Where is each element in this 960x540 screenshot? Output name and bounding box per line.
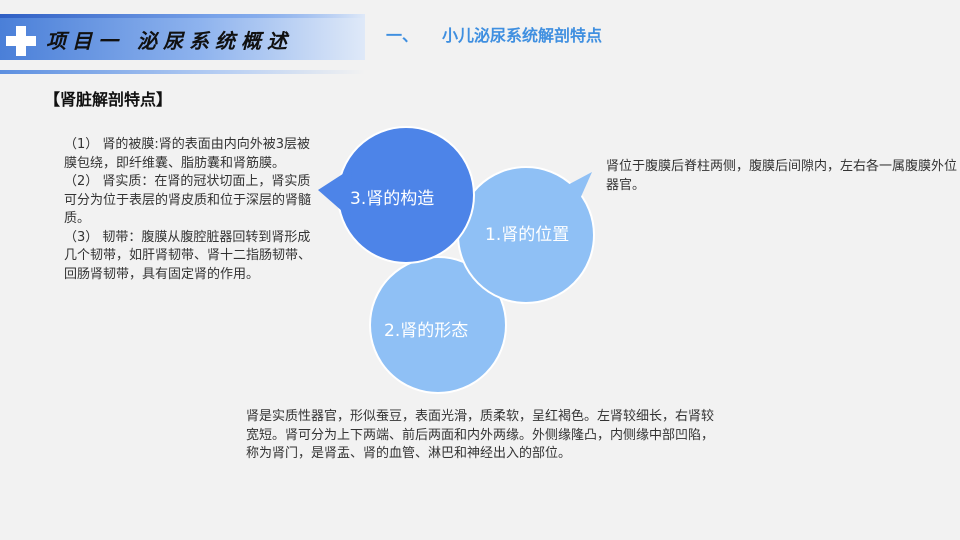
header-top-line xyxy=(0,14,365,18)
parenchyma-paragraph: （2） 肾实质：在肾的冠状切面上，肾实质可分为位于表层的肾皮质和位于深层的肾髓质… xyxy=(64,174,312,226)
section-title-text: 小儿泌尿系统解剖特点 xyxy=(442,26,603,45)
kidney-structure-text: （1） 肾的被膜:肾的表面由内向外被3层被膜包绕，即纤维囊、脂肪囊和肾筋膜。 （… xyxy=(64,136,316,284)
ligament-paragraph: （3） 韧带：腹膜从腹腔脏器回转到肾形成几个韧带，如肝肾韧带、肾十二指肠韧带、回… xyxy=(64,229,312,282)
bubble-label-structure: 3.肾的构造 xyxy=(350,189,435,209)
bubble-diagram-svg xyxy=(318,126,595,394)
sub-heading: 【肾脏解剖特点】 xyxy=(44,90,173,109)
header-banner xyxy=(0,14,365,74)
bubble-structure xyxy=(318,126,475,264)
bubble-label-shape: 2.肾的形态 xyxy=(384,321,469,341)
unit-title: 项目一 泌尿系统概述 xyxy=(46,29,293,53)
bubble-shape xyxy=(369,256,507,394)
plus-icon xyxy=(6,26,36,56)
kidney-shape-text: 肾是实质性器官，形似蚕豆，表面光滑，质柔软，呈红褐色。左肾较细长，右肾较宽短。肾… xyxy=(246,409,715,461)
bubble-label-position: 1.肾的位置 xyxy=(485,225,570,245)
kidney-bubble-diagram: 3.肾的构造 1.肾的位置 2.肾的形态 xyxy=(310,120,610,400)
bubble-position xyxy=(457,166,595,304)
section-title: 一、 小儿泌尿系统解剖特点 xyxy=(386,24,602,48)
section-number: 一、 xyxy=(386,26,419,45)
header-bottom-line xyxy=(0,70,365,74)
capsule-paragraph: （1） 肾的被膜:肾的表面由内向外被3层被膜包绕，即纤维囊、脂肪囊和肾筋膜。 xyxy=(64,137,311,171)
kidney-position-text: 肾位于腹膜后脊柱两侧，腹膜后间隙内，左右各一属腹膜外位器官。 xyxy=(606,159,958,193)
